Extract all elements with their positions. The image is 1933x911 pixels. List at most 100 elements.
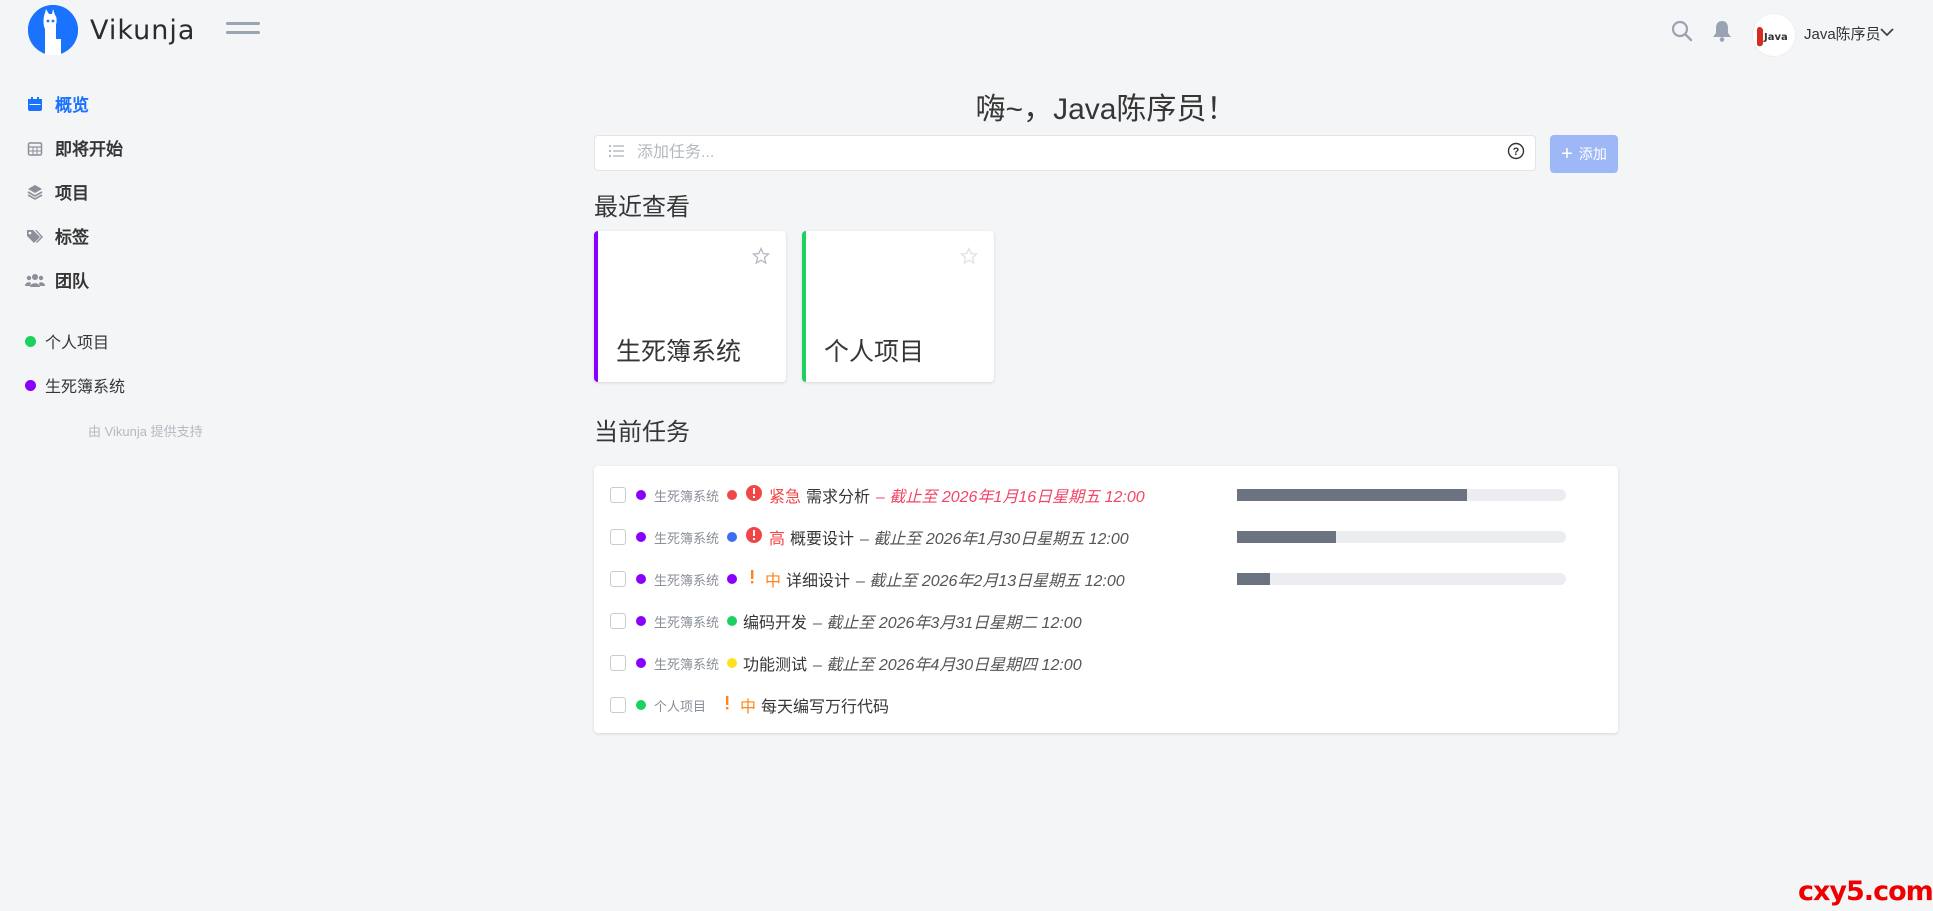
sidebar-item-label: 即将开始 [55, 140, 123, 159]
task-row[interactable]: 生死簿系统 功能测试 – 截止至 2026年4月30日星期四 12:00 [610, 650, 1082, 676]
task-title[interactable]: 功能测试 [743, 657, 808, 674]
project-color-dot [25, 379, 36, 391]
priority-text: 紧急 [769, 489, 802, 506]
task-project[interactable]: 生死簿系统 [654, 656, 720, 672]
sidebar-item-label: 概览 [55, 96, 89, 115]
task-due-date: – 截止至 2026年3月31日星期二 12:00 [813, 615, 1082, 632]
page-title: 嗨~，Java陈序员！ [975, 93, 1237, 126]
priority-text: 高 [769, 531, 786, 548]
priority-label: 高 [745, 525, 785, 549]
add-task-field[interactable]: ? [594, 135, 1536, 171]
task-title[interactable]: 编码开发 [743, 615, 808, 632]
alert-circle-icon [745, 484, 763, 507]
chevron-down-icon[interactable] [1880, 24, 1894, 42]
list-icon [609, 144, 625, 163]
task-project[interactable]: 生死簿系统 [654, 530, 720, 546]
project-color-dot [636, 658, 646, 668]
svg-text:?: ? [1513, 146, 1520, 158]
task-row[interactable]: 生死簿系统 高 概要设计 – 截止至 2026年1月30日星期五 12:00 [610, 524, 1129, 550]
task-checkbox[interactable] [610, 571, 626, 587]
sidebar-item-label: 标签 [55, 228, 89, 247]
label-color-dot [727, 532, 738, 542]
sidebar-item-label: 项目 [55, 184, 89, 203]
project-color-dot [636, 574, 646, 584]
llama-logo-icon [28, 5, 78, 55]
current-tasks-title: 当前任务 [594, 419, 690, 446]
task-project[interactable]: 个人项目 [654, 698, 707, 714]
menu-toggle-button[interactable] [226, 22, 260, 40]
task-checkbox[interactable] [610, 613, 626, 629]
priority-text: 中 [765, 573, 782, 590]
recent-project-card[interactable]: 生死簿系统 [594, 231, 786, 382]
task-due-date: – 截止至 2026年1月30日星期五 12:00 [860, 531, 1129, 548]
label-color-dot [727, 490, 738, 500]
sidebar-project-shengsibu[interactable]: 生死簿系统 [25, 373, 125, 397]
task-checkbox[interactable] [610, 697, 626, 713]
task-progress-bar [1237, 573, 1566, 585]
sidebar-project-personal[interactable]: 个人项目 [25, 329, 109, 353]
task-due-date: – 截止至 2026年2月13日星期五 12:00 [856, 573, 1125, 590]
project-color-dot [636, 490, 646, 500]
task-title[interactable]: 需求分析 [806, 489, 871, 506]
app-logo[interactable]: Vikunja [28, 5, 195, 55]
calendar-grid-icon [25, 138, 45, 158]
task-checkbox[interactable] [610, 529, 626, 545]
layers-icon [25, 182, 45, 202]
powered-by-link[interactable]: 由 Vikunja 提供支持 [88, 424, 203, 439]
alert-circle-icon [745, 526, 763, 549]
avatar[interactable]: Java [1752, 13, 1796, 57]
task-row[interactable]: 生死簿系统 编码开发 – 截止至 2026年3月31日星期二 12:00 [610, 608, 1082, 634]
add-task-button-label: 添加 [1578, 146, 1607, 162]
sidebar-item-overview[interactable]: 概览 [25, 91, 89, 116]
search-icon[interactable] [1671, 20, 1693, 47]
task-due-date: – 截止至 2026年4月30日星期四 12:00 [813, 657, 1082, 674]
recent-project-card[interactable]: 个人项目 [802, 231, 994, 382]
task-project[interactable]: 生死簿系统 [654, 614, 720, 630]
label-color-dot [727, 658, 738, 668]
task-row[interactable]: 生死簿系统 中 详细设计 – 截止至 2026年2月13日星期五 12:00 [610, 566, 1125, 592]
task-progress-bar [1237, 531, 1566, 543]
sidebar-item-projects[interactable]: 项目 [25, 179, 89, 204]
sidebar-project-label: 个人项目 [45, 335, 110, 352]
project-color-dot [25, 335, 36, 347]
app-name: Vikunja [90, 14, 196, 46]
star-icon[interactable] [751, 246, 771, 270]
priority-label: 中 [720, 693, 756, 717]
label-color-dot [727, 574, 738, 584]
bell-icon[interactable] [1712, 20, 1732, 47]
task-title[interactable]: 详细设计 [786, 573, 851, 590]
sidebar-item-label: 团队 [55, 272, 89, 291]
project-color-dot [636, 700, 646, 710]
calendar-icon [25, 94, 45, 114]
label-color-dot [727, 616, 738, 626]
task-checkbox[interactable] [610, 487, 626, 503]
add-task-input[interactable] [635, 143, 1507, 163]
task-project[interactable]: 生死簿系统 [654, 572, 720, 588]
sidebar-item-upcoming[interactable]: 即将开始 [25, 135, 123, 160]
users-icon [25, 270, 45, 290]
task-checkbox[interactable] [610, 655, 626, 671]
task-progress-bar [1237, 489, 1566, 501]
sidebar-item-labels[interactable]: 标签 [25, 223, 89, 248]
add-task-button[interactable]: + 添加 [1550, 135, 1618, 173]
task-title[interactable]: 概要设计 [790, 531, 855, 548]
help-icon[interactable]: ? [1507, 142, 1525, 165]
exclamation-icon [745, 568, 759, 591]
task-project[interactable]: 生死簿系统 [654, 488, 720, 504]
priority-label: 紧急 [745, 483, 801, 507]
task-row[interactable]: 个人项目 中 每天编写万行代码 [610, 692, 889, 718]
task-title[interactable]: 每天编写万行代码 [761, 699, 890, 716]
exclamation-icon [720, 694, 734, 717]
watermark: cxy5.com [1798, 876, 1933, 907]
project-color-dot [636, 616, 646, 626]
priority-label: 中 [745, 567, 781, 591]
recent-project-title: 生死簿系统 [616, 338, 742, 366]
sidebar-item-teams[interactable]: 团队 [25, 267, 89, 292]
user-name[interactable]: Java陈序员 [1804, 26, 1881, 43]
task-row[interactable]: 生死簿系统 紧急 需求分析 – 截止至 2026年1月16日星期五 12:00 [610, 482, 1145, 508]
task-due-date: – 截止至 2026年1月16日星期五 12:00 [876, 489, 1145, 506]
top-bar: Vikunja Java Java陈序员 [0, 0, 1914, 62]
task-list: 生死簿系统 紧急 需求分析 – 截止至 2026年1月16日星期五 12:00 … [594, 466, 1618, 733]
star-icon[interactable] [959, 246, 979, 270]
project-color-dot [636, 532, 646, 542]
